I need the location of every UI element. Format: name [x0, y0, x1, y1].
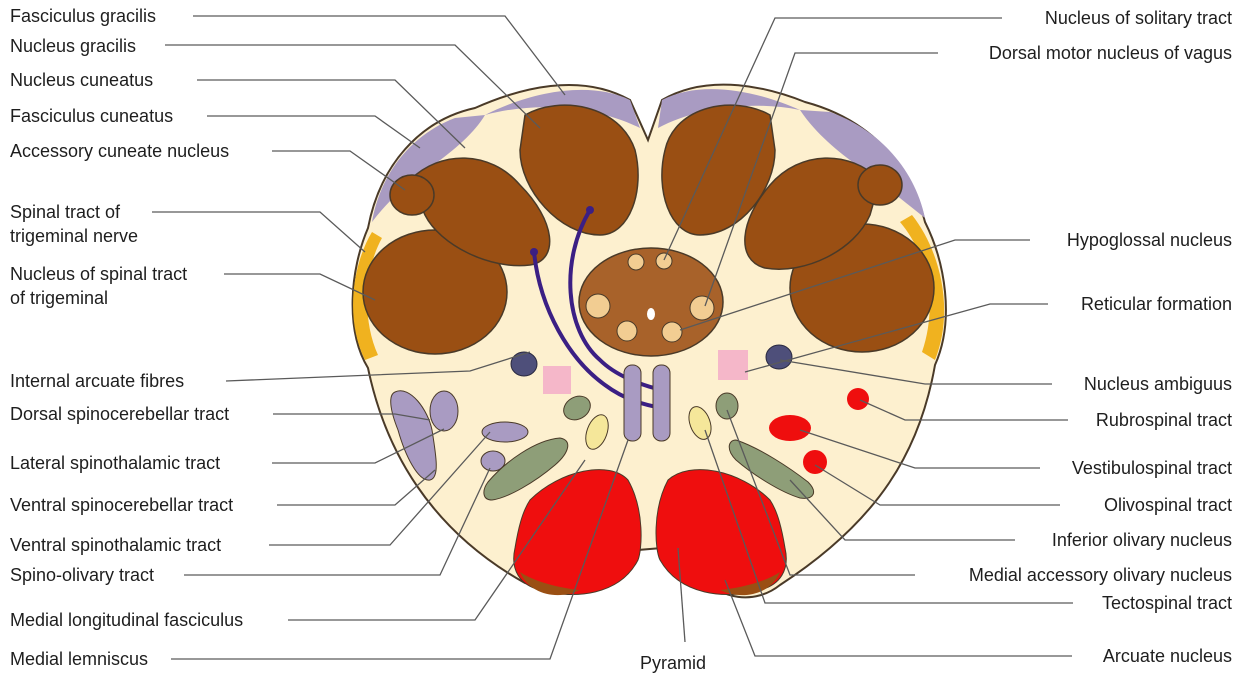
label-olivospinal-tract: Olivospinal tract — [1104, 494, 1232, 516]
vestibulospinal-tract-right — [769, 415, 811, 441]
label-medial-lemniscus: Medial lemniscus — [10, 648, 148, 670]
medial-accessory-olivary-right — [716, 393, 738, 419]
label-tectospinal-tract: Tectospinal tract — [1102, 592, 1232, 614]
rubrospinal-tract-right — [847, 388, 869, 410]
nucleus-solitary-tract-left — [628, 254, 644, 270]
label-arcuate-nucleus: Arcuate nucleus — [1103, 645, 1232, 667]
label-nucleus-spinal-tract-line2: of trigeminal — [10, 287, 108, 309]
label-vestibulospinal-tract: Vestibulospinal tract — [1072, 457, 1232, 479]
label-rubrospinal-tract: Rubrospinal tract — [1096, 409, 1232, 431]
label-spinal-tract-trigeminal-line1: Spinal tract of — [10, 201, 120, 223]
label-nucleus-solitary-tract: Nucleus of solitary tract — [1045, 7, 1232, 29]
nucleus-ambiguus-left — [511, 352, 537, 376]
label-reticular-formation: Reticular formation — [1081, 293, 1232, 315]
label-hypoglossal-nucleus: Hypoglossal nucleus — [1067, 229, 1232, 251]
label-spino-olivary-tract: Spino-olivary tract — [10, 564, 154, 586]
label-inferior-olivary-nucleus: Inferior olivary nucleus — [1052, 529, 1232, 551]
dorsal-motor-nucleus-vagus-right — [690, 296, 714, 320]
label-medial-accessory-olivary-nucleus: Medial accessory olivary nucleus — [969, 564, 1232, 586]
nucleus-solitary-tract-right — [656, 253, 672, 269]
label-lateral-spinothalamic-tract: Lateral spinothalamic tract — [10, 452, 220, 474]
reticular-formation-right — [718, 350, 748, 380]
label-dorsal-spinocerebellar-tract: Dorsal spinocerebellar tract — [10, 403, 229, 425]
label-ventral-spinocerebellar-tract: Ventral spinocerebellar tract — [10, 494, 233, 516]
label-fasciculus-cuneatus: Fasciculus cuneatus — [10, 105, 173, 127]
label-medial-longitudinal-fasciculus: Medial longitudinal fasciculus — [10, 609, 243, 631]
reticular-formation-left — [543, 366, 571, 394]
dorsal-motor-nucleus-vagus-left — [586, 294, 610, 318]
label-nucleus-gracilis: Nucleus gracilis — [10, 35, 136, 57]
hypoglossal-nucleus-right — [662, 322, 682, 342]
label-nucleus-cuneatus: Nucleus cuneatus — [10, 69, 153, 91]
accessory-cuneate-nucleus-right — [858, 165, 902, 205]
accessory-cuneate-nucleus-left — [390, 175, 434, 215]
label-internal-arcuate-fibres: Internal arcuate fibres — [10, 370, 184, 392]
hypoglossal-nucleus-left — [617, 321, 637, 341]
medial-lemniscus-left — [624, 365, 641, 441]
label-nucleus-ambiguus: Nucleus ambiguus — [1084, 373, 1232, 395]
ventral-spinothalamic-tract-left — [482, 422, 528, 442]
lateral-spinothalamic-tract-left — [430, 391, 458, 431]
medial-lemniscus-right — [653, 365, 670, 441]
label-pyramid: Pyramid — [640, 652, 706, 674]
central-canal — [647, 308, 655, 320]
arcuate-fibre-end-2 — [530, 248, 538, 256]
arcuate-fibre-end-1 — [586, 206, 594, 214]
label-spinal-tract-trigeminal-line2: trigeminal nerve — [10, 225, 138, 247]
label-nucleus-spinal-tract-line1: Nucleus of spinal tract — [10, 263, 187, 285]
label-accessory-cuneate-nucleus: Accessory cuneate nucleus — [10, 140, 229, 162]
label-ventral-spinothalamic-tract: Ventral spinothalamic tract — [10, 534, 221, 556]
label-dorsal-motor-nucleus-vagus: Dorsal motor nucleus of vagus — [989, 42, 1232, 64]
label-fasciculus-gracilis: Fasciculus gracilis — [10, 5, 156, 27]
